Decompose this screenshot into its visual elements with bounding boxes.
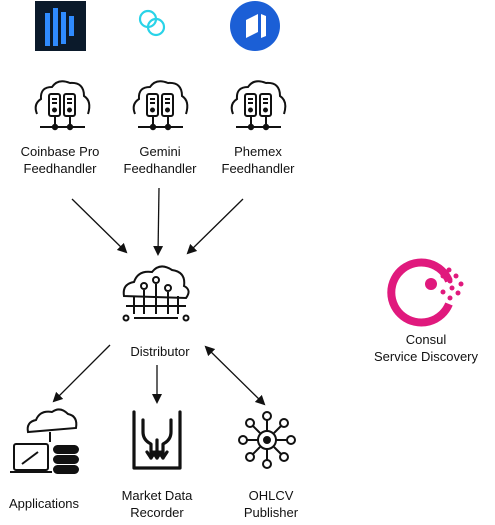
arrow-distributor-to-applications (52, 344, 111, 403)
distributor-cloud-icon (122, 265, 190, 322)
recorder-label: Market Data Recorder (121, 488, 193, 520)
cloud-server-icon-gemini (132, 80, 189, 131)
consul-logo (387, 258, 464, 327)
gemini-logo (138, 9, 166, 37)
coinbase-pro-logo (35, 1, 86, 51)
arrow-gemini-to-distributor (153, 187, 164, 256)
distributor-label: Distributor (130, 344, 190, 359)
cloud-server-icon-coinbase (34, 80, 91, 131)
publisher-label: OHLCV Publisher (243, 488, 299, 520)
consul-label: Consul Service Discovery (373, 332, 479, 364)
arrow-coinbase-to-distributor (71, 198, 128, 254)
recorder-icon (132, 410, 182, 470)
network-hub-icon (238, 411, 296, 469)
feedhandler-label-phemex: Phemex Feedhandler (221, 144, 295, 176)
feedhandler-label-gemini: Gemini Feedhandler (123, 144, 197, 176)
phemex-logo (230, 1, 280, 51)
arrow-distributor-publisher-bidirectional (204, 345, 266, 406)
arrow-phemex-to-distributor (186, 198, 244, 255)
arrows (52, 187, 266, 406)
feedhandler-label-coinbase: Coinbase Pro Feedhandler (20, 144, 100, 176)
cloud-server-icon-phemex (230, 80, 287, 131)
applications-icon (10, 408, 79, 474)
applications-label: Applications (8, 496, 80, 511)
